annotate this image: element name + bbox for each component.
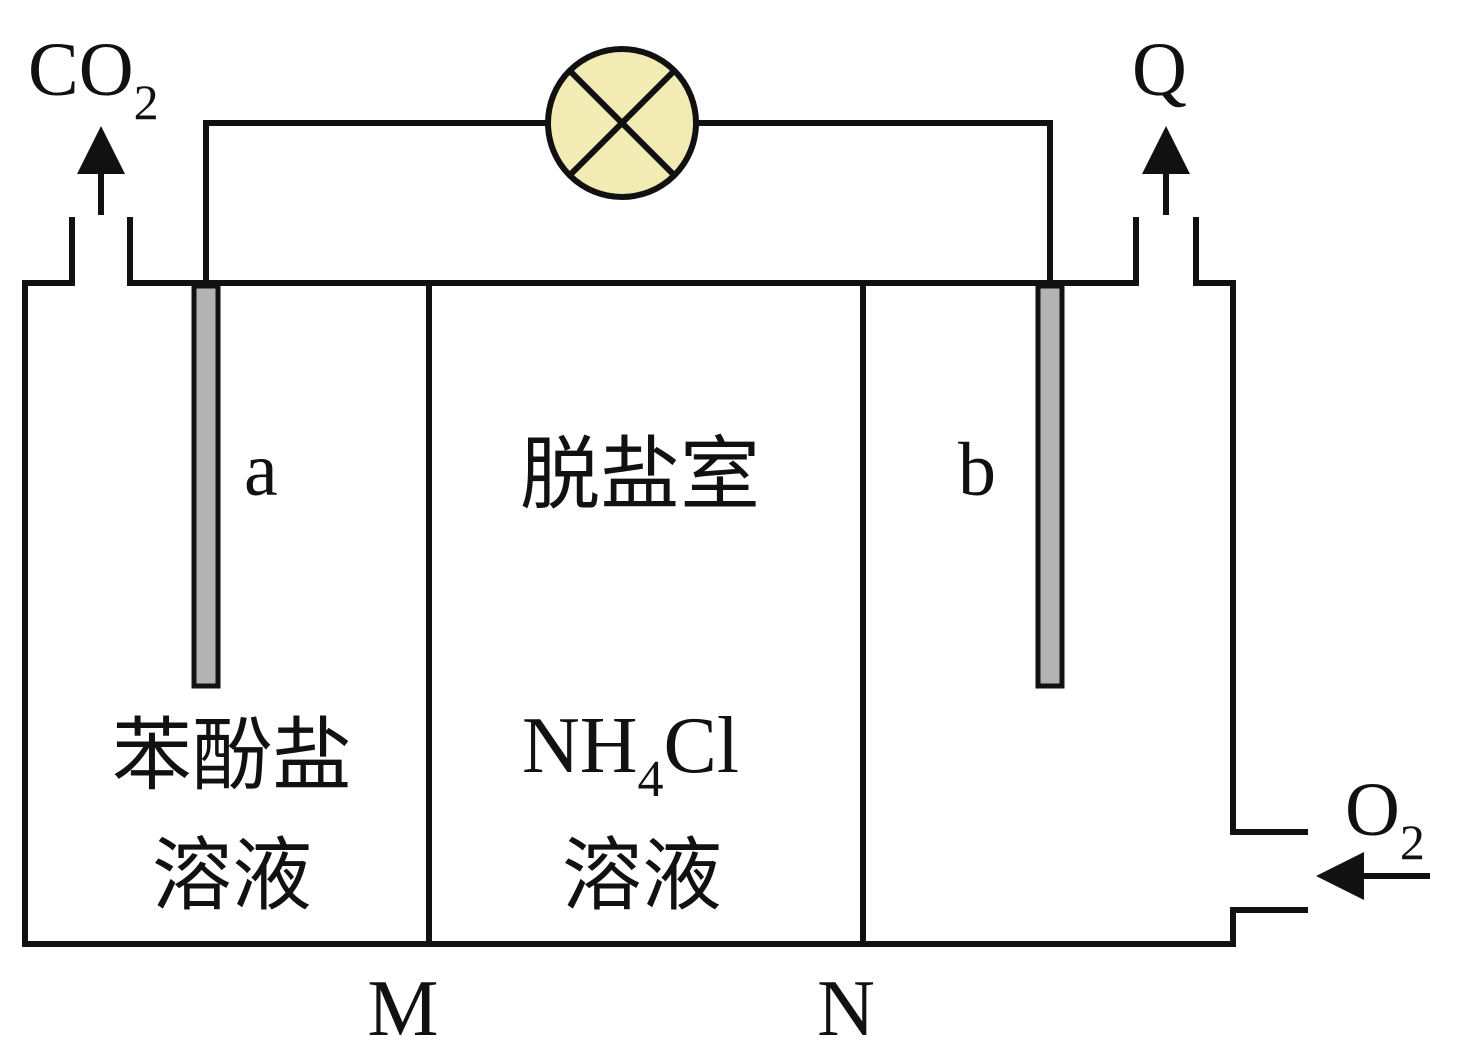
- circuit-wire-left: [203, 120, 551, 286]
- electrode-a: [191, 283, 221, 689]
- electrode-a-label: a: [244, 428, 278, 512]
- q-label: Q: [1132, 28, 1187, 112]
- o2-label: O2: [1345, 768, 1425, 870]
- desalination-room-label: 脱盐室: [520, 428, 760, 521]
- electrode-b: [1035, 283, 1065, 689]
- phenolate-solution-line2: 溶液: [152, 829, 312, 922]
- lamp-cross-circle-icon: [545, 46, 699, 200]
- container-outline: [22, 217, 1308, 947]
- co2-label: CO2: [28, 28, 159, 130]
- nh4cl-solution-line2: 溶液: [562, 829, 722, 922]
- nh4cl-label: NH4Cl: [522, 702, 739, 808]
- container-right-wall: [1193, 217, 1308, 835]
- membrane-n-label: N: [817, 965, 875, 1053]
- container-top-right: [127, 217, 1139, 286]
- phenolate-solution-line1: 苯酚盐: [112, 709, 352, 802]
- lamp-cross-line-2: [567, 68, 677, 178]
- electrode-b-label: b: [958, 428, 996, 512]
- circuit-wire-right: [693, 120, 1053, 286]
- membrane-m-label: M: [367, 965, 438, 1053]
